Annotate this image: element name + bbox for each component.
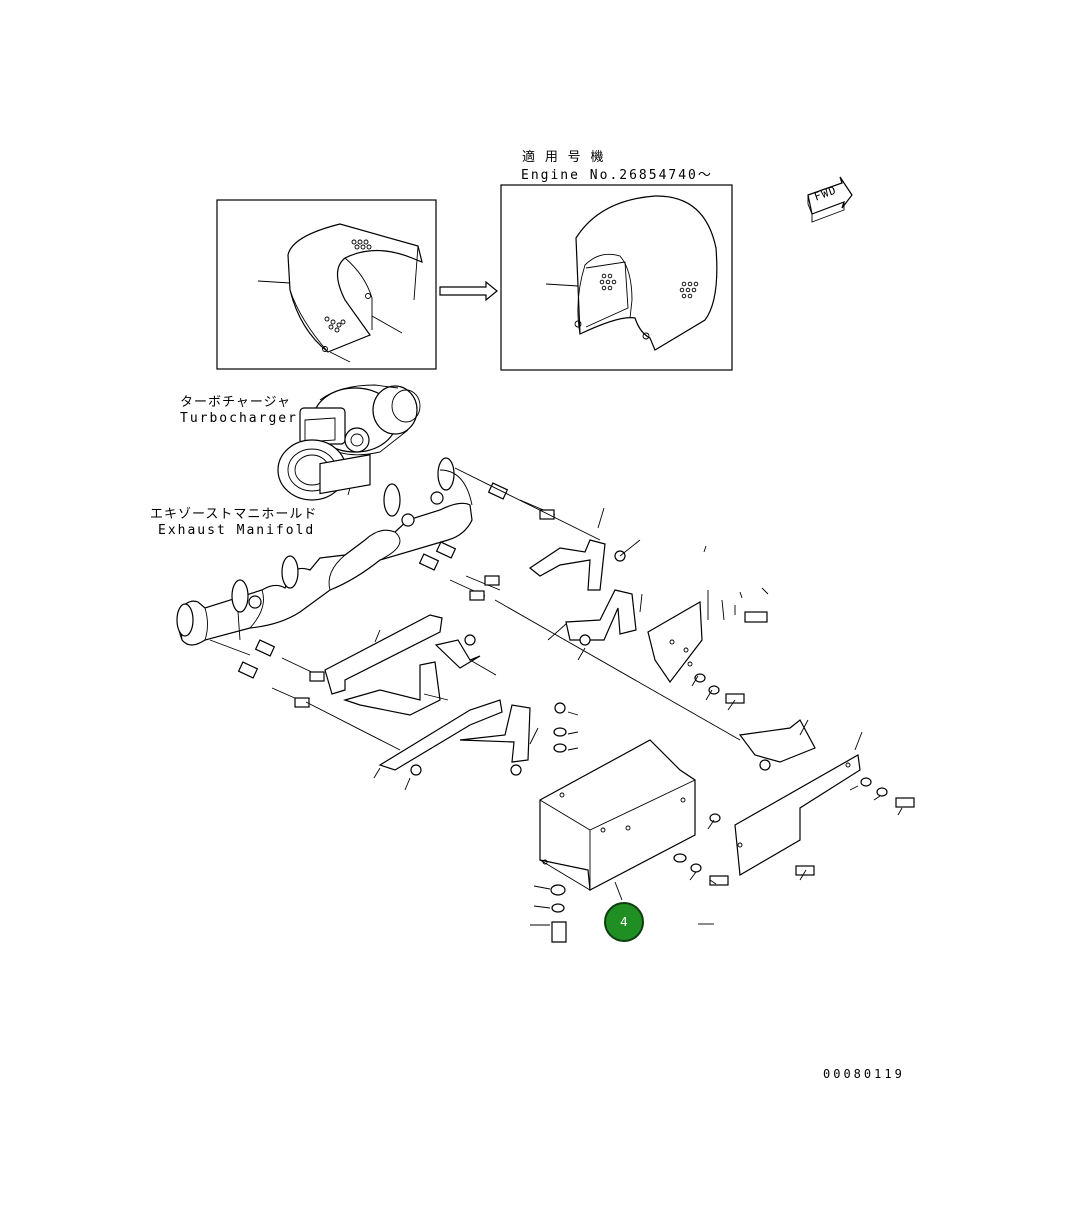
exhaust-manifold-drawing (176, 454, 473, 646)
assembly-guide-lines (209, 467, 741, 751)
callout-leader-lines (373, 507, 903, 926)
drawing-number: 00080119 (823, 1067, 905, 1081)
fwd-arrow (807, 176, 853, 223)
studs-and-spacers (237, 482, 556, 708)
change-arrow (439, 280, 498, 302)
callout-badge-4[interactable]: 4 (604, 902, 644, 942)
fasteners-lower (550, 673, 915, 943)
turbocharger-label: Turbocharger (180, 411, 298, 426)
lower-right-plate (734, 719, 861, 876)
new-cover-detail (500, 184, 733, 371)
brackets-middle (324, 614, 567, 776)
applicable-serial-label-jp: 適 用 号 機 (522, 150, 605, 165)
brackets-upper (528, 539, 768, 684)
lower-heat-shield (539, 739, 696, 901)
old-cover-detail (216, 199, 437, 370)
exhaust-manifold-label: Exhaust Manifold (158, 523, 316, 538)
exhaust-manifold-label-jp: エキゾーストマニホールド (150, 507, 318, 522)
engine-serial-label: Engine No.26854740～ (521, 168, 713, 183)
turbocharger-label-jp: ターボチャージャ (180, 395, 291, 410)
